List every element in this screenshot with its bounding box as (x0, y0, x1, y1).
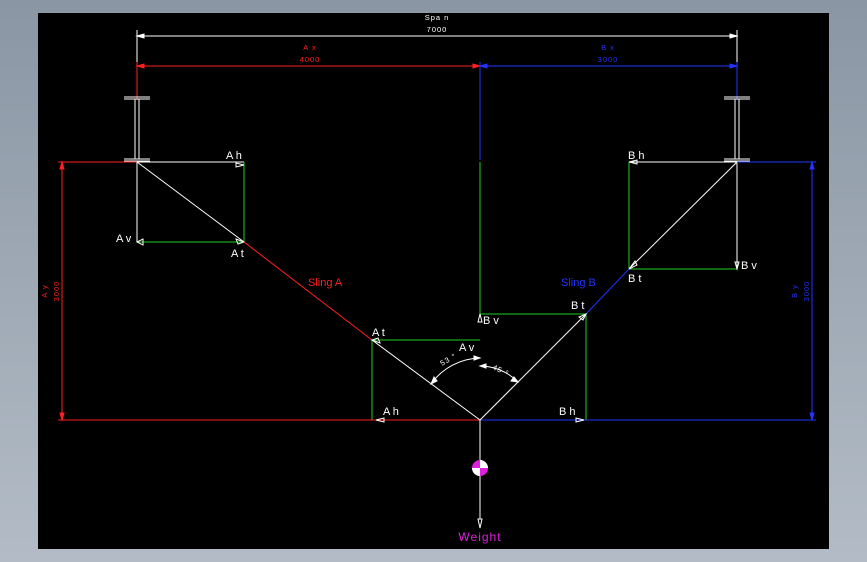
label-b-h-bottom: B h (559, 406, 576, 418)
force-box-a-upper (135, 161, 246, 246)
by-label: B y (790, 284, 799, 298)
span-value: 7000 (427, 25, 448, 34)
label-a-t-lower: A t (372, 327, 385, 339)
force-box-b-lower (477, 313, 588, 423)
label-sling-b: Sling B (561, 277, 596, 289)
ax-dimension (135, 62, 482, 100)
beam-a (124, 96, 150, 162)
sling-b-line (585, 268, 630, 315)
bx-dimension (478, 62, 739, 160)
force-box-b-upper (628, 159, 740, 271)
label-a-t-upper: A t (231, 248, 244, 260)
ay-value: 3000 (52, 281, 61, 302)
label-b-v-right: B v (741, 260, 757, 272)
label-b-t-upper: B t (628, 273, 641, 285)
label-a-v-left: A v (116, 233, 132, 245)
drawing-canvas (38, 13, 829, 549)
sling-a-line (243, 241, 373, 341)
ax-label: A x (303, 43, 316, 52)
label-b-t-lower: B t (571, 300, 584, 312)
angle-a-label: 53 ° (439, 351, 459, 368)
label-weight: Weight (458, 530, 501, 544)
center-of-gravity-icon (472, 460, 488, 476)
bx-value: 3000 (598, 55, 619, 64)
label-b-h-top: B h (628, 150, 645, 162)
by-value: 3000 (802, 281, 811, 302)
label-b-v-center: B v (483, 315, 499, 327)
label-a-v-center: A v (459, 342, 475, 354)
label-a-h-bottom: A h (383, 406, 399, 418)
angle-arcs (430, 355, 520, 386)
ay-label: A y (40, 284, 49, 297)
ax-value: 4000 (300, 55, 321, 64)
by-dimension (586, 160, 816, 422)
beam-b (724, 96, 750, 162)
label-a-h-top: A h (226, 150, 242, 162)
force-box-a-lower (370, 337, 481, 423)
ay-dimension (58, 160, 372, 422)
weight-arrow (477, 518, 483, 529)
label-sling-a: Sling A (308, 277, 343, 289)
span-dimension (135, 30, 739, 100)
angle-b-label: 45 ° (491, 363, 511, 379)
span-label: Spa n (425, 13, 450, 22)
bx-label: B x (601, 43, 615, 52)
